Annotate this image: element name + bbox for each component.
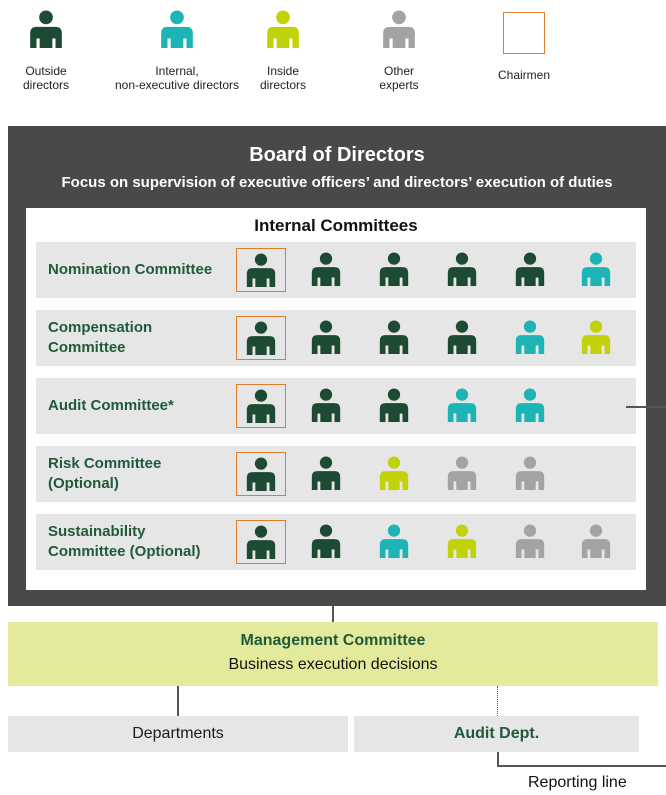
internal-committees-panel: Internal Committees Nomination Committee… xyxy=(26,208,646,590)
committee-name: Risk Committee (Optional) xyxy=(48,455,162,492)
reporting-line-label: Reporting line xyxy=(528,774,627,791)
committee-row: Risk Committee (Optional) xyxy=(36,446,636,502)
chairman-outside-member-icon xyxy=(236,316,286,360)
legend-item-inside: Inside directors xyxy=(254,10,312,92)
outside-member-icon xyxy=(302,384,352,428)
outside-member-icon xyxy=(370,384,420,428)
chairman-outside-member-icon xyxy=(236,248,286,292)
expert-member-icon xyxy=(438,452,488,496)
legend-item-chair: Chairmen xyxy=(492,10,556,82)
committee-name: Compensation Committee xyxy=(48,319,153,356)
committee-row: Audit Committee* xyxy=(36,378,636,434)
legend-label: Other experts xyxy=(379,64,419,92)
board-to-management-line xyxy=(332,606,334,622)
person-icon xyxy=(20,10,72,56)
internal-member-icon xyxy=(572,248,622,292)
management-title: Management Committee xyxy=(240,632,426,649)
inside-member-icon xyxy=(572,316,622,360)
outside-member-icon xyxy=(438,248,488,292)
outside-member-icon xyxy=(302,316,352,360)
committee-name: Sustainability Committee (Optional) xyxy=(48,523,201,560)
expert-member-icon xyxy=(506,452,556,496)
outside-member-icon xyxy=(506,248,556,292)
legend-item-internal: Internal, non-executive directors xyxy=(112,10,242,92)
expert-member-icon xyxy=(572,520,622,564)
board-title: Board of Directors xyxy=(249,144,425,166)
expert-member-icon xyxy=(506,520,556,564)
outside-member-icon xyxy=(302,452,352,496)
chairman-outside-member-icon xyxy=(236,384,286,428)
audit-dept-box: Audit Dept. xyxy=(354,716,639,752)
departments-label: Departments xyxy=(132,725,224,742)
chairman-outside-member-icon xyxy=(236,452,286,496)
audit-dept-label: Audit Dept. xyxy=(453,725,540,742)
legend-item-expert: Other experts xyxy=(370,10,428,92)
person-icon xyxy=(370,10,428,56)
departments-box: Departments xyxy=(8,716,348,752)
legend-label: Inside directors xyxy=(259,64,306,92)
person-icon xyxy=(254,10,312,56)
management-subtitle: Business execution decisions xyxy=(228,656,438,673)
legend-label: Chairmen xyxy=(497,68,551,82)
internal-member-icon xyxy=(438,384,488,428)
committee-name: Nomination Committee xyxy=(48,261,213,278)
management-committee: Management Committee Business execution … xyxy=(8,622,658,686)
inside-member-icon xyxy=(370,452,420,496)
management-to-departments-line xyxy=(177,686,179,716)
inside-member-icon xyxy=(438,520,488,564)
internal-member-icon xyxy=(370,520,420,564)
reporting-line-vertical xyxy=(497,752,499,766)
person-icon xyxy=(112,10,242,56)
committee-row: Nomination Committee xyxy=(36,242,636,298)
internal-member-icon xyxy=(506,316,556,360)
outside-member-icon xyxy=(302,248,352,292)
outside-member-icon xyxy=(370,248,420,292)
audit-reporting-line-horizontal xyxy=(626,406,666,408)
internal-member-icon xyxy=(506,384,556,428)
legend-item-outside: Outside directors xyxy=(20,10,72,92)
chairman-box-icon xyxy=(503,12,545,54)
legend-label: Internal, non-executive directors xyxy=(114,64,240,92)
outside-member-icon xyxy=(302,520,352,564)
committee-name: Audit Committee* xyxy=(48,397,174,414)
outside-member-icon xyxy=(370,316,420,360)
board-of-directors: Board of Directors Focus on supervision … xyxy=(8,126,666,606)
outside-member-icon xyxy=(438,316,488,360)
board-subtitle: Focus on supervision of executive office… xyxy=(61,174,613,191)
management-to-audit-dotted-line xyxy=(497,686,498,716)
reporting-line-horizontal xyxy=(497,765,666,767)
internal-committees-title: Internal Committees xyxy=(254,216,418,235)
chairman-outside-member-icon xyxy=(236,520,286,564)
committee-row: Compensation Committee xyxy=(36,310,636,366)
committee-row: Sustainability Committee (Optional) xyxy=(36,514,636,570)
legend-label: Outside directors xyxy=(22,64,69,92)
